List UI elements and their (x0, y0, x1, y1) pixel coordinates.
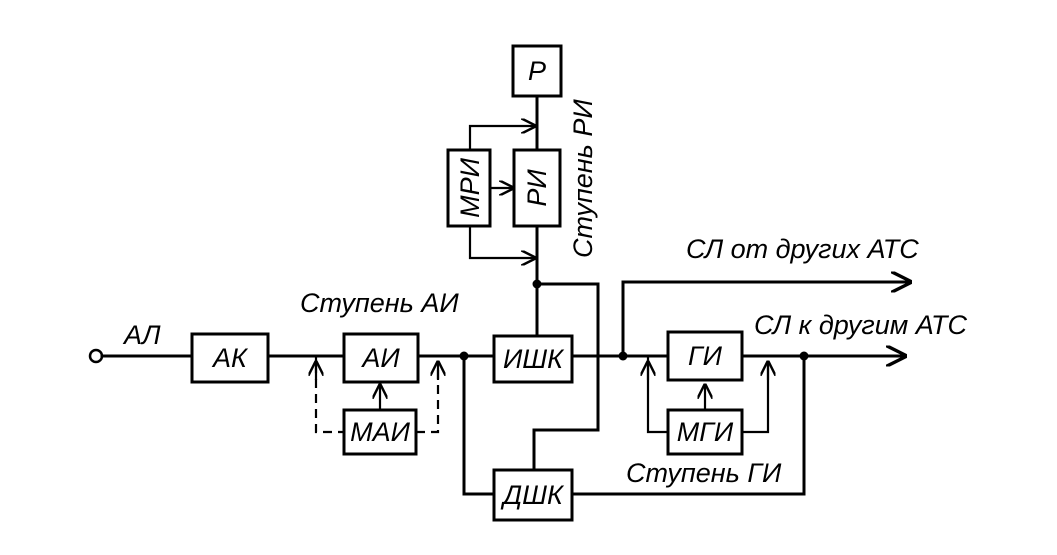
block-mri-label: МРИ (455, 157, 485, 218)
block-mgi-label: МГИ (677, 417, 734, 447)
gi-stage-links (618, 282, 911, 434)
block-ishk-label: ИШК (503, 344, 565, 374)
block-mai: МАИ (342, 408, 418, 456)
block-ak: АК (190, 332, 270, 384)
block-ishk: ИШК (492, 334, 574, 384)
ai-stage-links (316, 356, 438, 434)
block-gi-label: ГИ (688, 341, 723, 371)
block-r: Р (511, 44, 563, 98)
block-gi: ГИ (666, 330, 744, 382)
block-mgi: МГИ (666, 408, 744, 456)
block-dshk: ДШК (492, 468, 574, 522)
block-mai-label: МАИ (350, 417, 411, 447)
stage-ai-label: Ступень АИ (300, 288, 459, 318)
block-ri-label: РИ (522, 169, 552, 207)
block-ri: РИ (512, 148, 562, 228)
block-dshk-label: ДШК (500, 480, 565, 510)
ri-stage-links (468, 94, 542, 340)
block-ak-label: АК (211, 343, 249, 373)
trunk-to-label: СЛ к другим АТС (754, 310, 968, 340)
stage-ri-label: Ступень РИ (568, 99, 598, 258)
trunk-from-label: СЛ от других АТС (686, 234, 919, 264)
block-r-label: Р (528, 56, 546, 86)
block-ai: АИ (342, 332, 420, 384)
dshk-links (459, 282, 809, 496)
subscriber-line-label: АЛ (122, 320, 161, 350)
block-mri: МРИ (446, 148, 492, 228)
block-ai-label: АИ (360, 343, 400, 373)
stage-gi-label: Ступень ГИ (626, 458, 782, 488)
